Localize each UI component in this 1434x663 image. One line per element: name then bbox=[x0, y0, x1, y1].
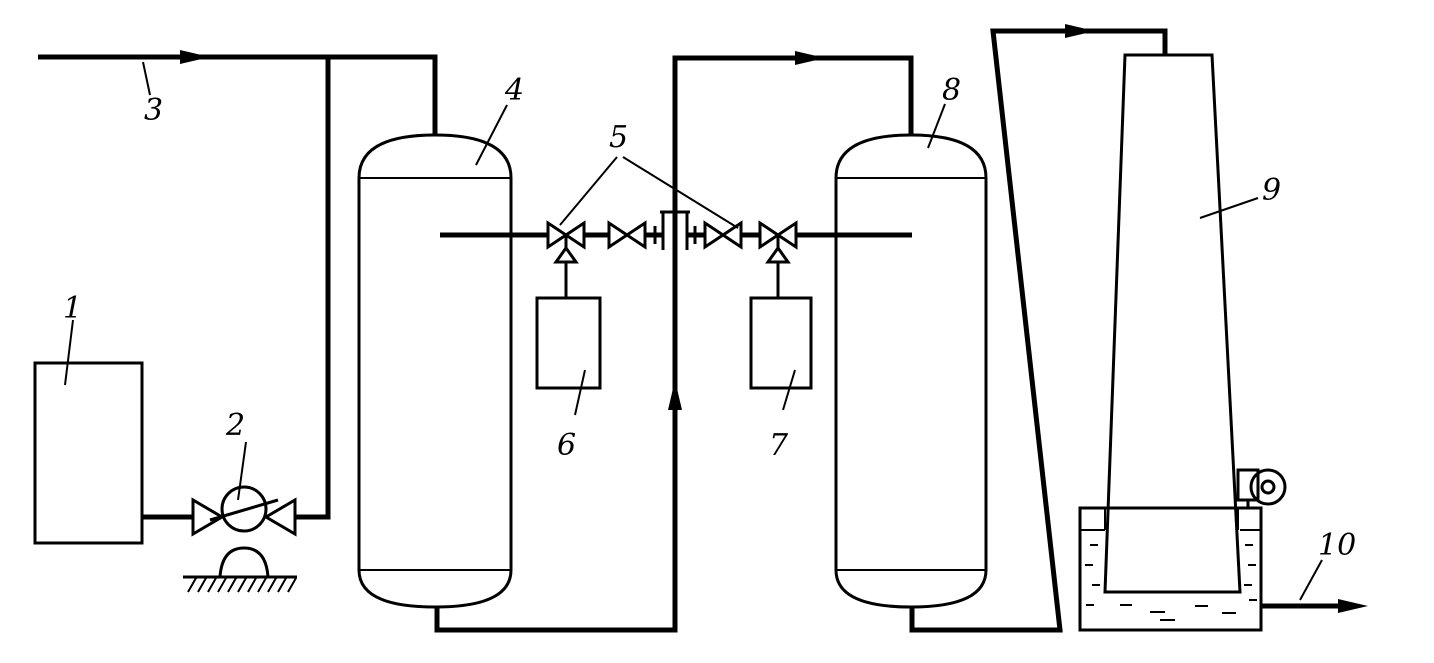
valve-actuator-right bbox=[765, 235, 791, 298]
label-3: 3 bbox=[144, 93, 163, 128]
vessel-4 bbox=[357, 104, 513, 609]
sampling-line-right bbox=[660, 210, 912, 250]
sample-bottle-7 bbox=[749, 296, 813, 411]
label-2: 2 bbox=[225, 408, 245, 443]
label-6: 6 bbox=[557, 428, 576, 463]
leader-line-5b bbox=[622, 156, 739, 229]
sampling-line-left bbox=[440, 212, 665, 250]
leader-line-5a bbox=[559, 156, 618, 226]
sample-bottle-6 bbox=[535, 296, 602, 416]
transfer-pipe-4-to-8 bbox=[434, 51, 914, 633]
label-10: 10 bbox=[1318, 528, 1356, 563]
pump-discharge-pipe bbox=[142, 57, 331, 520]
storage-tank-1 bbox=[33, 319, 144, 545]
vessel-8 bbox=[834, 103, 988, 609]
label-4: 4 bbox=[504, 73, 524, 108]
liquid-bath bbox=[1078, 468, 1287, 632]
label-5: 5 bbox=[609, 120, 628, 155]
valve-actuator-left bbox=[553, 235, 579, 298]
pump-2 bbox=[183, 441, 297, 593]
label-9: 9 bbox=[1262, 173, 1281, 208]
supply-line-3 bbox=[38, 50, 438, 135]
transfer-pipe-8-to-9 bbox=[909, 24, 1168, 633]
column-9 bbox=[1103, 53, 1259, 594]
label-7: 7 bbox=[769, 428, 789, 463]
label-1: 1 bbox=[63, 291, 82, 326]
outlet-10 bbox=[1261, 559, 1368, 613]
label-8: 8 bbox=[942, 73, 961, 108]
